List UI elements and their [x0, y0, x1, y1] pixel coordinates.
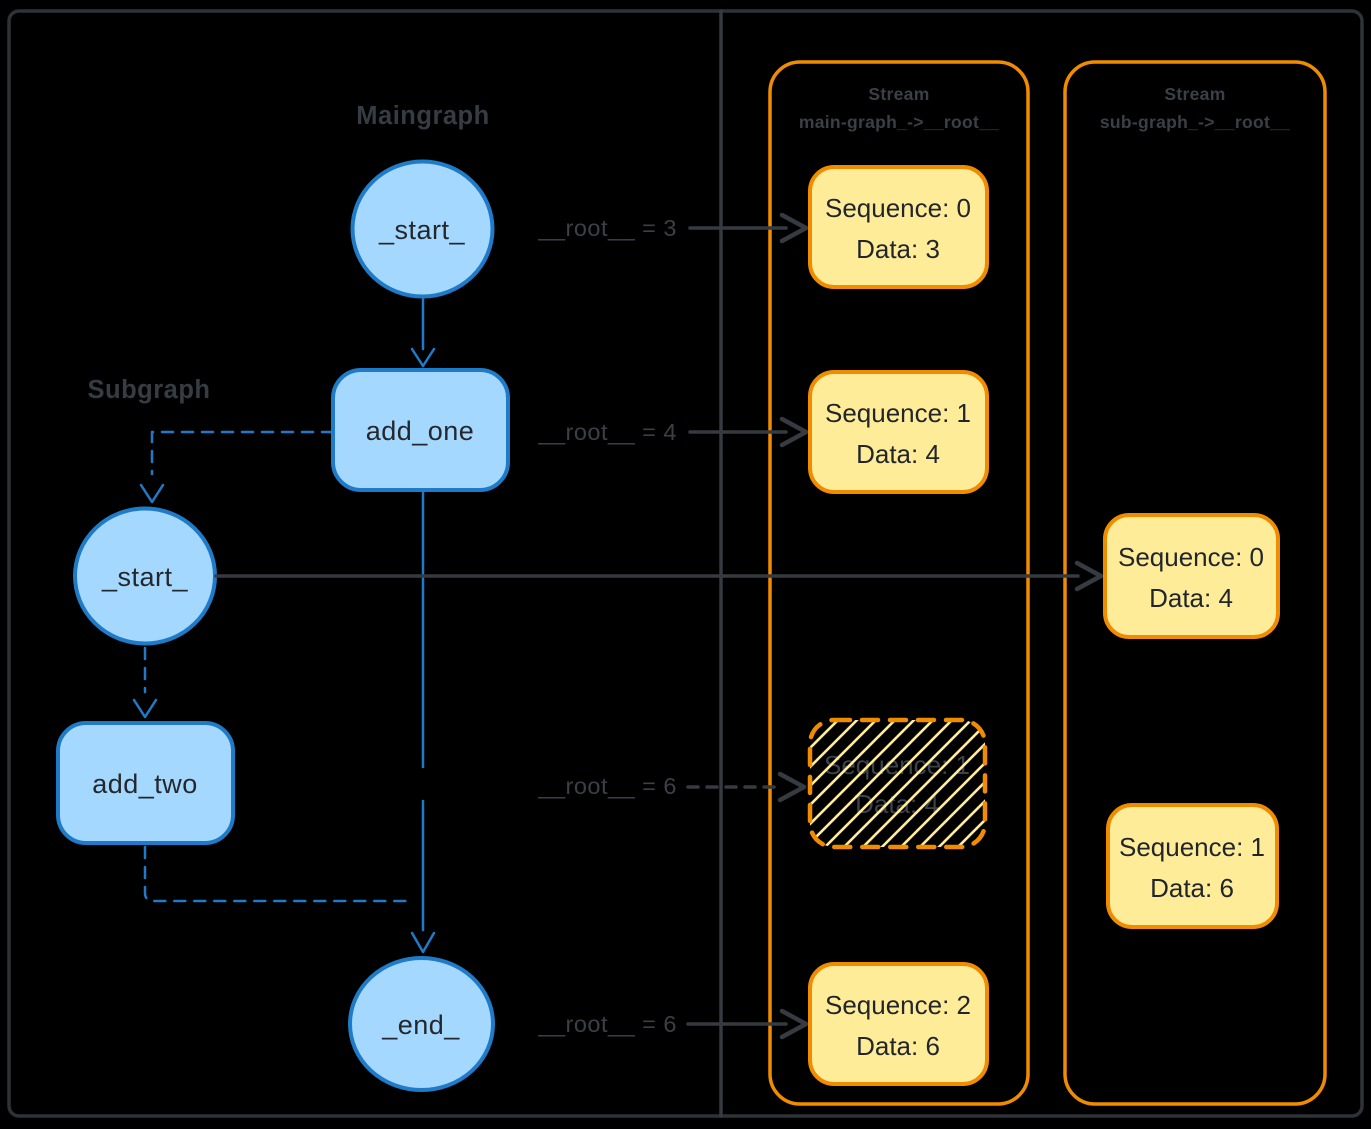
node-end-label: _end_ [381, 1010, 460, 1040]
arrow-add-two-to-end [143, 845, 415, 903]
stream-sub-panel [1063, 60, 1327, 1106]
node-main-start: _start_ [350, 159, 495, 299]
message-sequence: Sequence: 1 [1119, 832, 1265, 862]
node-sub-start-label: _start_ [101, 562, 189, 592]
stream-main-title: Stream [868, 84, 929, 104]
edge-label-root-6-mid: __root__ = 6 [537, 773, 677, 799]
edge-label-root-3: __root__ = 3 [537, 215, 677, 241]
arrow-root-3 [688, 212, 809, 244]
outer-frame [7, 9, 1364, 1118]
node-add-one-label: add_one [366, 416, 475, 446]
edge-label-root-4: __root__ = 4 [537, 419, 677, 445]
message-box-ghost: Sequence: 1 Data: 4 [807, 717, 988, 850]
arrow-root-4 [688, 416, 809, 448]
message-box-sub-0: Sequence: 0 Data: 4 [1103, 513, 1280, 639]
stream-main-panel [768, 60, 1030, 1106]
message-box-sub-1: Sequence: 1 Data: 6 [1106, 803, 1279, 929]
arrow-sub-start-to-add-two [132, 646, 158, 719]
message-data: Data: 6 [1150, 873, 1234, 903]
arrow-sub-start-to-stream [214, 560, 1104, 592]
message-data: Data: 4 [1149, 583, 1233, 613]
arrow-add-one-to-sub-start [139, 430, 335, 504]
ghost-hatch-overlay [810, 720, 985, 847]
subgraph-label: Subgraph [88, 376, 211, 404]
message-sequence: Sequence: 1 [825, 398, 971, 428]
arrow-main-start-to-add-one [410, 297, 436, 368]
edge-label-root-6-end: __root__ = 6 [537, 1011, 677, 1037]
node-main-start-label: _start_ [378, 215, 466, 245]
message-data: Data: 6 [856, 1031, 940, 1061]
maingraph-label: Maingraph [356, 102, 489, 130]
message-data: Data: 3 [856, 234, 940, 264]
stream-main-subtitle: main-graph_->__root__ [799, 112, 999, 132]
message-box-main-2: Sequence: 2 Data: 6 [808, 962, 989, 1086]
arrow-root-6-mid [686, 771, 807, 803]
stream-sub-title: Stream [1164, 84, 1225, 104]
node-sub-start: _start_ [73, 506, 217, 646]
stream-sub-subtitle: sub-graph_->__root__ [1100, 112, 1290, 132]
arrow-add-one-to-end [410, 490, 436, 954]
message-sequence: Sequence: 0 [825, 193, 971, 223]
message-box-main-1: Sequence: 1 Data: 4 [808, 370, 989, 494]
arrow-root-6-end [686, 1008, 809, 1040]
message-box-main-0: Sequence: 0 Data: 3 [808, 165, 989, 289]
node-end: _end_ [348, 956, 495, 1092]
message-sequence: Sequence: 0 [1118, 542, 1264, 572]
node-add-two-label: add_two [92, 769, 198, 799]
message-data: Data: 4 [856, 439, 940, 469]
node-add-one: add_one [331, 368, 510, 492]
message-sequence: Sequence: 2 [825, 990, 971, 1020]
node-add-two: add_two [56, 721, 235, 845]
